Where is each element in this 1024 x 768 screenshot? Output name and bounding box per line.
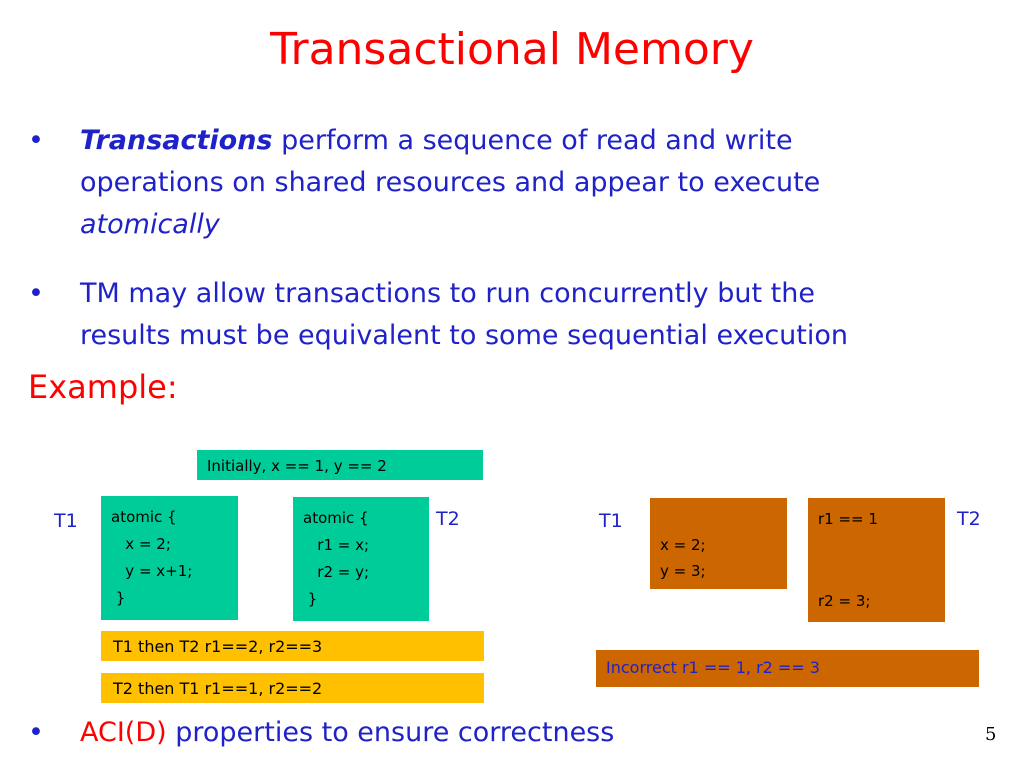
page-number: 5: [985, 724, 997, 745]
bullet-line: ACI(D) properties to ensure correctness: [80, 712, 980, 754]
bullet-text: perform a sequence of read and write: [272, 125, 793, 156]
incorrect-result-box: Incorrect r1 == 1, r2 == 3: [596, 650, 979, 687]
bullet-concurrency: • TM may allow transactions to run concu…: [28, 273, 980, 357]
term-acid: ACI(D): [80, 717, 167, 748]
initially-box: Initially, x == 1, y == 2: [197, 450, 483, 480]
bullet-line: results must be equivalent to some seque…: [80, 320, 849, 351]
right-t1-label: T1: [599, 510, 623, 532]
order-t2-t1-box: T2 then T1 r1==1, r2==2: [101, 673, 484, 703]
bullet-marker: •: [28, 278, 44, 309]
right-t2-label: T2: [957, 508, 981, 530]
term-transactions: Transactions: [80, 125, 273, 156]
right-t2-box: r1 == 1 r2 = 3;: [808, 498, 945, 622]
bullet-acid: • ACI(D) properties to ensure correctnes…: [28, 712, 980, 754]
bullet-line: operations on shared resources and appea…: [80, 167, 821, 198]
left-t1-label: T1: [54, 510, 78, 532]
bullet-text: properties to ensure correctness: [166, 717, 615, 748]
right-t2-read-r1: r1 == 1: [818, 510, 878, 528]
example-heading: Example:: [28, 368, 178, 406]
slide-title: Transactional Memory: [270, 24, 754, 75]
bullet-line: Transactions perform a sequence of read …: [80, 120, 980, 162]
term-atomically: atomically: [80, 209, 220, 240]
order-t1-t2-box: T1 then T2 r1==2, r2==3: [101, 631, 484, 661]
right-t1-code-box: x = 2; y = 3;: [650, 498, 787, 589]
bullet-line: TM may allow transactions to run concurr…: [80, 278, 815, 309]
bullet-marker: •: [28, 125, 44, 156]
left-t1-code-box: atomic { x = 2; y = x+1; }: [101, 496, 238, 620]
right-t2-read-r2: r2 = 3;: [818, 592, 871, 610]
bullet-marker: •: [28, 717, 44, 748]
bullet-transactions: • Transactions perform a sequence of rea…: [28, 120, 980, 246]
left-t2-code-box: atomic { r1 = x; r2 = y; }: [293, 497, 429, 621]
left-t2-label: T2: [436, 508, 460, 530]
